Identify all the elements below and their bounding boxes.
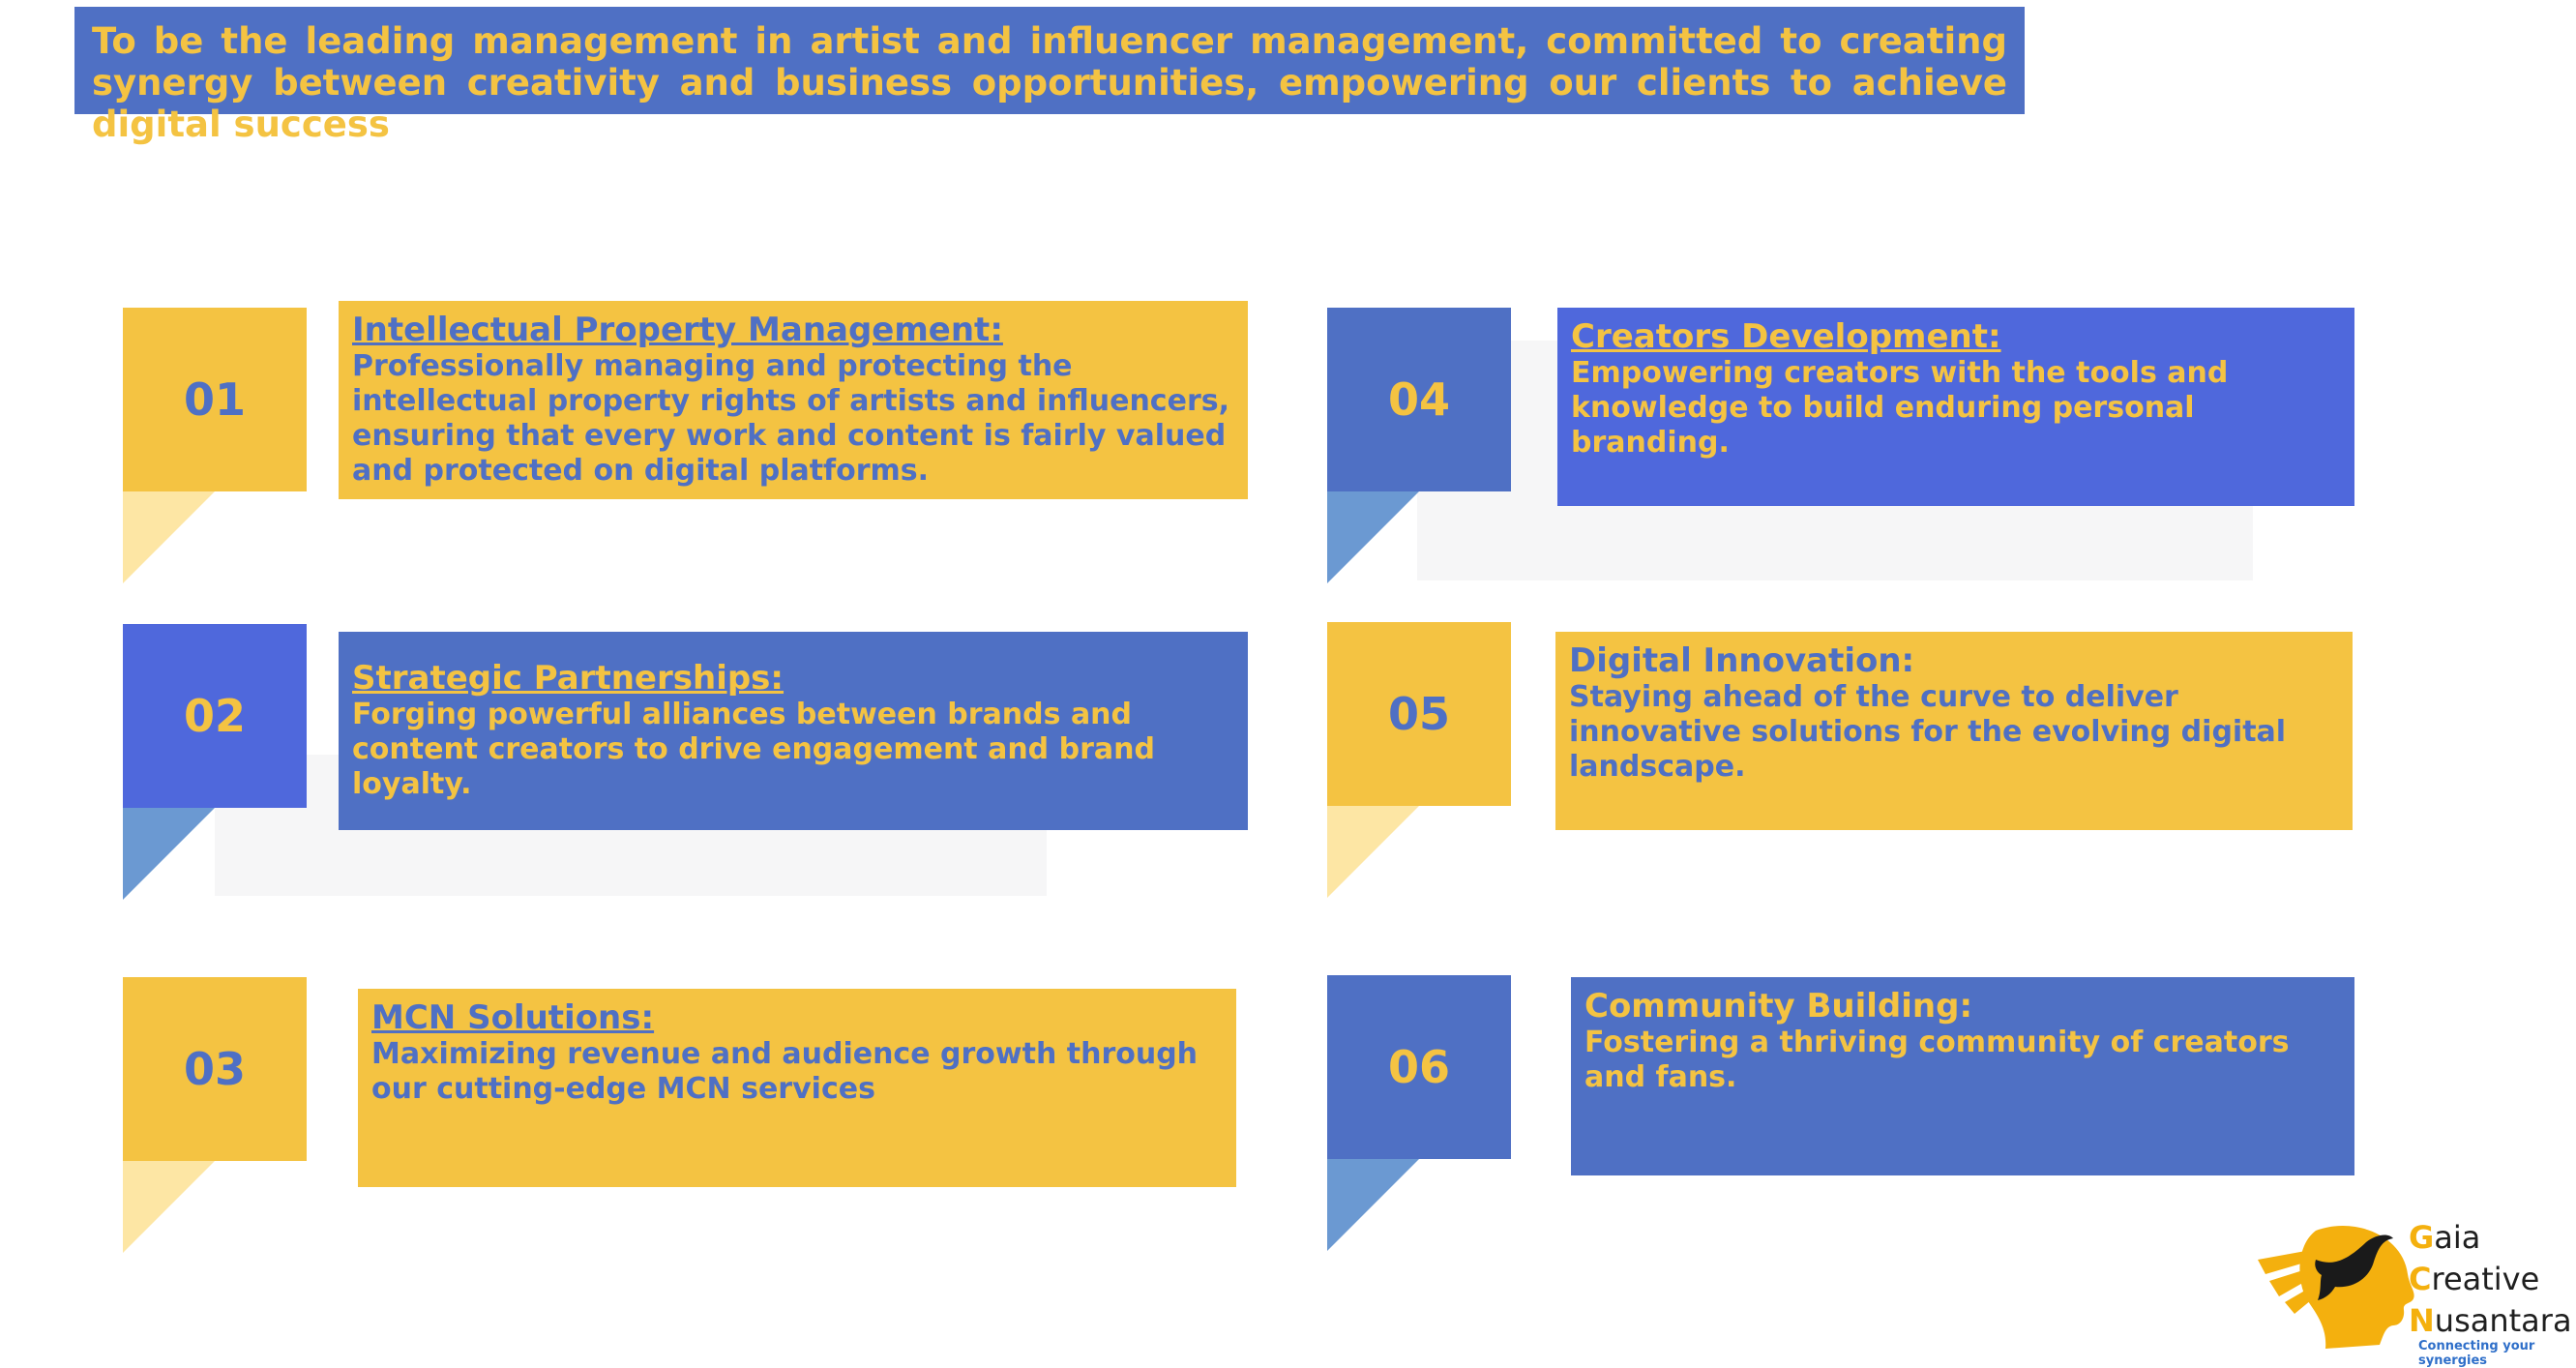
item-01-ribbon-tail [123, 491, 215, 583]
item-body-01: Professionally managing and protecting t… [352, 349, 1229, 488]
item-card-05: Digital Innovation: Staying ahead of the… [1555, 632, 2353, 830]
item-06-ribbon-tail [1327, 1159, 1419, 1251]
item-number-06: 06 [1327, 975, 1511, 1159]
item-card-01: Intellectual Property Management: Profes… [339, 301, 1248, 499]
item-body-03: Maximizing revenue and audience growth t… [371, 1037, 1199, 1106]
item-04-ribbon-tail [1327, 491, 1419, 583]
item-body-04: Empowering creators with the tools and k… [1571, 356, 2229, 460]
logo-wordmark: Gaia Creative Nusantara [2409, 1217, 2572, 1342]
item-card-03: MCN Solutions: Maximizing revenue and au… [358, 989, 1236, 1187]
item-02-ribbon-tail [123, 808, 215, 900]
item-title-05: Digital Innovation: [1569, 641, 1915, 680]
mission-banner: To be the leading management in artist a… [74, 7, 2025, 145]
item-card-06: Community Building: Fostering a thriving… [1571, 977, 2354, 1175]
item-body-02: Forging powerful alliances between brand… [352, 698, 1155, 801]
item-number-02: 02 [123, 624, 307, 808]
item-number-01: 01 [123, 308, 307, 491]
item-number-03: 03 [123, 977, 307, 1161]
item-number-05: 05 [1327, 622, 1511, 806]
item-05-ribbon-tail [1327, 806, 1419, 898]
logo-line-1: Gaia [2409, 1219, 2481, 1256]
logo-line-2: Creative [2409, 1261, 2540, 1297]
item-title-03: MCN Solutions: [371, 998, 655, 1037]
item-body-06: Fostering a thriving community of creato… [1584, 1026, 2290, 1094]
item-card-02: Strategic Partnerships: Forging powerful… [339, 632, 1248, 830]
item-title-01: Intellectual Property Management: [352, 311, 1003, 349]
item-03-ribbon-tail [123, 1161, 215, 1253]
gcn-logo-icon [2258, 1221, 2422, 1352]
logo-line-3: Nusantara [2409, 1302, 2572, 1339]
item-title-02: Strategic Partnerships: [352, 659, 785, 698]
item-card-04: Creators Development: Empowering creator… [1557, 308, 2354, 506]
item-title-06: Community Building: [1584, 987, 1973, 1026]
mission-text: To be the leading management in artist a… [92, 20, 2007, 145]
item-body-05: Staying ahead of the curve to deliver in… [1569, 680, 2287, 784]
item-title-04: Creators Development: [1571, 317, 2001, 356]
logo-tagline: Connecting your synergies [2418, 1339, 2535, 1368]
item-number-04: 04 [1327, 308, 1511, 491]
